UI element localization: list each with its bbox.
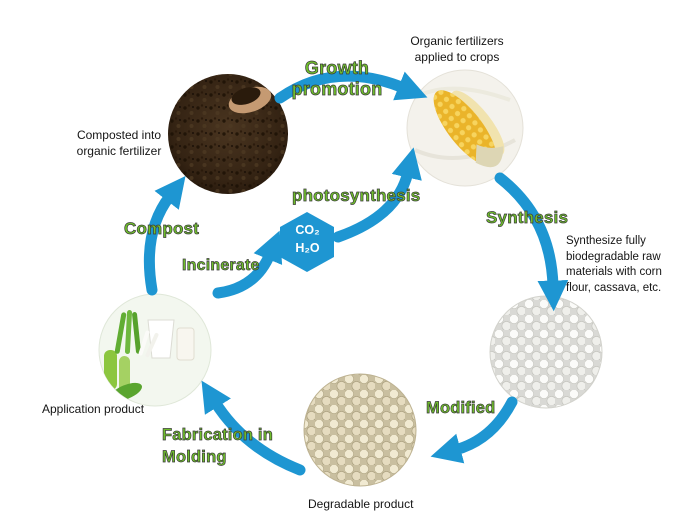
- caption-synthesize-raw-materials: Synthesize fully biodegradable raw mater…: [566, 235, 662, 294]
- degradable-pellets-photo: [303, 373, 417, 487]
- soil-compost-photo: [168, 74, 288, 194]
- green-straws-icon: [114, 310, 141, 354]
- co2-line: CO₂: [295, 223, 320, 237]
- corn-crop-photo: [406, 69, 524, 187]
- raw-material-pellets-photo: [489, 295, 603, 409]
- label-photosynthesis: photosynthesis: [292, 186, 421, 206]
- arrow-photosynthesis: [332, 147, 422, 243]
- arrow-synthesis: [494, 172, 569, 312]
- label-growth-promotion: Growth promotion: [291, 58, 383, 99]
- milk-glass-icon: [176, 327, 195, 361]
- label-synthesis: Synthesis: [486, 208, 569, 228]
- bamboo-icon: [119, 356, 130, 392]
- corn-cob: [433, 90, 505, 168]
- arrow-compost: [143, 176, 186, 296]
- arrow-modified: [430, 396, 518, 464]
- co2-h2o-text: CO₂ H₂O: [281, 221, 334, 257]
- cutlery-icon: [138, 330, 159, 358]
- arrow-growth-promotion: [274, 70, 428, 104]
- caption-organic-fertilizers: Organic fertilizers applied to crops: [410, 34, 504, 65]
- application-products-photo: [98, 293, 212, 407]
- label-modified: Modified: [426, 399, 496, 418]
- label-compost: Compost: [124, 219, 200, 239]
- label-fabrication-in-molding: Fabrication in Molding: [162, 426, 273, 467]
- label-incinerate: Incinerate: [182, 257, 260, 275]
- h2o-line: H₂O: [295, 241, 320, 256]
- co2-h2o-hexagon: [280, 212, 334, 272]
- caption-composted-into-organic-fertilizer: Composted into organic fertilizer: [76, 128, 162, 159]
- paper-cup-icon: [147, 319, 175, 359]
- hand-holding-soil: [228, 86, 272, 114]
- caption-degradable-product: Degradable product: [308, 497, 414, 511]
- arrow-fabrication: [201, 380, 306, 476]
- arrow-incinerate: [212, 230, 283, 299]
- caption-application-product: Application product: [42, 402, 145, 416]
